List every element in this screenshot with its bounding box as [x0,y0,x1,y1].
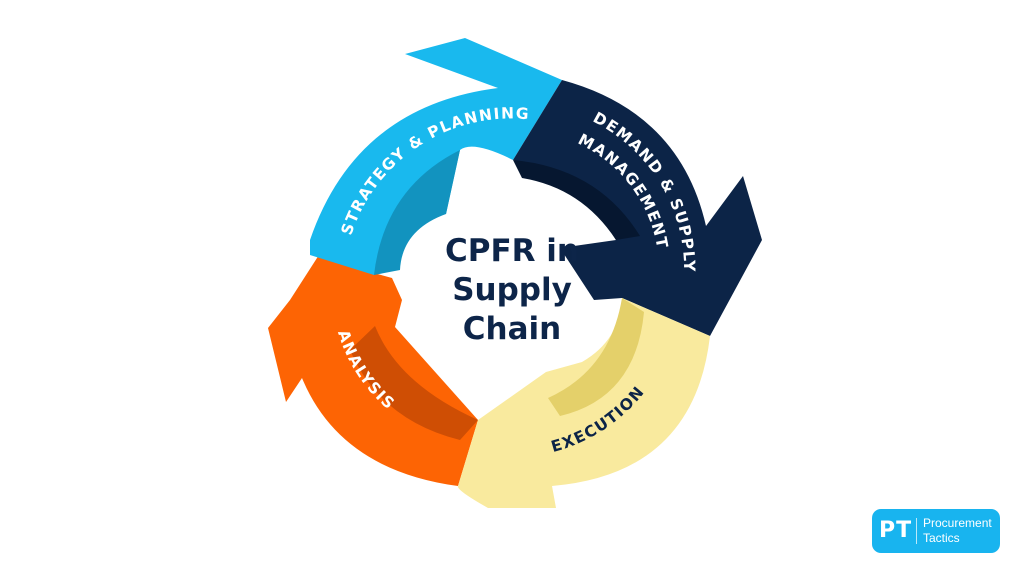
procurement-tactics-logo: PT Procurement Tactics [872,509,1000,553]
segment-execution: EXECUTION [457,298,710,508]
execution-inner-shade [548,298,644,416]
center-title-line: Chain [462,311,562,347]
center-title-line: Supply [452,272,572,308]
logo-divider [916,518,917,544]
logo-mark: PT [879,518,913,543]
logo-name-line: Tactics [923,531,960,545]
center-title-line: CPFR in [444,233,579,269]
logo-name: Procurement Tactics [923,516,992,546]
demand-inner-shade [513,160,640,240]
segment-analysis: ANALYSIS [268,244,478,486]
center-title: CPFR in Supply Chain [412,232,612,349]
logo-name-line: Procurement [923,516,992,530]
analysis-inner-shade [350,326,478,440]
strategy-inner-shade [374,150,460,275]
